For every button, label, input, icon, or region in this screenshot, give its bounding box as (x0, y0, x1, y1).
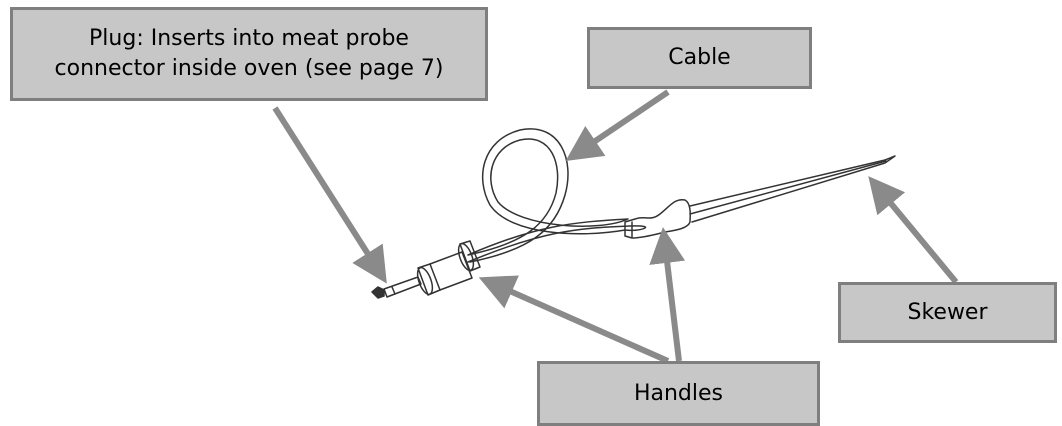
meat-probe-illustration (371, 128, 896, 299)
cable-label: Cable (668, 45, 731, 71)
plug-handle (416, 240, 481, 296)
plug-arrow (272, 106, 387, 284)
skewer (689, 155, 896, 223)
cable-inner-edge (467, 138, 629, 256)
plug-label-line-2: connector inside oven (see page 7) (54, 56, 444, 81)
arrows (272, 89, 959, 364)
cable-label-box: Cable (587, 27, 812, 89)
handles-arrow-right (649, 227, 686, 362)
skewer-label-box: Skewer (838, 282, 1057, 343)
skewer-arrow (868, 176, 959, 284)
skewer-label: Skewer (907, 299, 988, 325)
handles-label-box: Handles (537, 361, 820, 426)
cable-arrow (565, 89, 670, 162)
cable (467, 128, 647, 263)
handles-label: Handles (633, 380, 724, 406)
plug (371, 276, 422, 299)
plug-label-box: Plug: Inserts into meat probe connector … (10, 7, 488, 101)
skewer-handle (624, 198, 692, 239)
handles-arrow-left (478, 275, 670, 364)
plug-label-line-1: Plug: Inserts into meat probe (89, 26, 409, 52)
